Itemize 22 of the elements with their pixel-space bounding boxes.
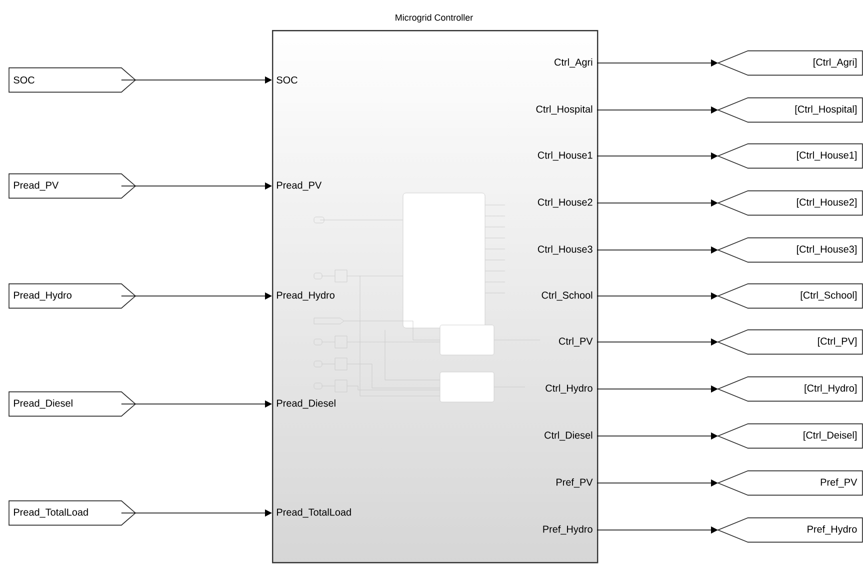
port-label: Ctrl_House2: [538, 198, 592, 208]
port-label: Pread_PV: [277, 181, 322, 191]
port-label: Pread_TotalLoad: [277, 508, 351, 518]
port-label: Ctrl_School: [542, 291, 592, 301]
port-label: Pref_PV: [556, 478, 593, 488]
port-label: Pref_Hydro: [543, 525, 592, 535]
port-label: Ctrl_Hydro: [546, 384, 592, 394]
node-label: Microgrid Controller: [396, 14, 473, 22]
from-tag: Pread_PV: [8, 173, 136, 199]
port-label: Ctrl_PV: [558, 337, 593, 347]
from-tag: SOC: [8, 67, 136, 93]
port-label: Ctrl_House1: [538, 151, 592, 161]
port-label: SOC: [276, 76, 298, 84]
port-label: Ctrl_Diesel: [544, 431, 592, 441]
port-label: Pread_Hydro: [277, 291, 334, 301]
port-label: Ctrl_House3: [538, 245, 592, 255]
from-tag: Pread_TotalLoad: [8, 500, 136, 526]
from-tag: Pread_Hydro: [8, 283, 136, 309]
port-label: Ctrl_Hospital: [536, 105, 592, 115]
port-label: Pread_Diesel: [277, 399, 336, 409]
from-tag: Pread_Diesel: [8, 391, 136, 417]
port-label: Ctrl_Agri: [554, 58, 592, 68]
